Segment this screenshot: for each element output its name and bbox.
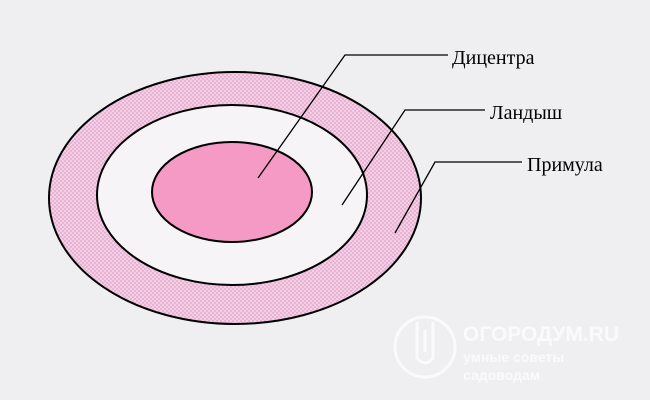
leader-line-dicentra: [257, 54, 448, 179]
label-dicentra: Дицентра: [452, 47, 535, 69]
watermark-logo-icon: [393, 315, 457, 379]
label-primula: Примула: [527, 154, 603, 176]
inner-circle-dicentra: [151, 141, 313, 243]
watermark: ОГОРОДУМ.RU умные советы садоводам: [393, 315, 619, 383]
label-landysh: Ландыш: [490, 102, 563, 124]
leader-line-landysh: [341, 109, 485, 206]
leader-line-primula: [394, 161, 522, 234]
watermark-title: ОГОРОДУМ.RU: [463, 323, 619, 346]
watermark-subtitle-line1: умные советы: [463, 349, 564, 365]
watermark-subtitle-line2: садоводам: [463, 367, 540, 383]
